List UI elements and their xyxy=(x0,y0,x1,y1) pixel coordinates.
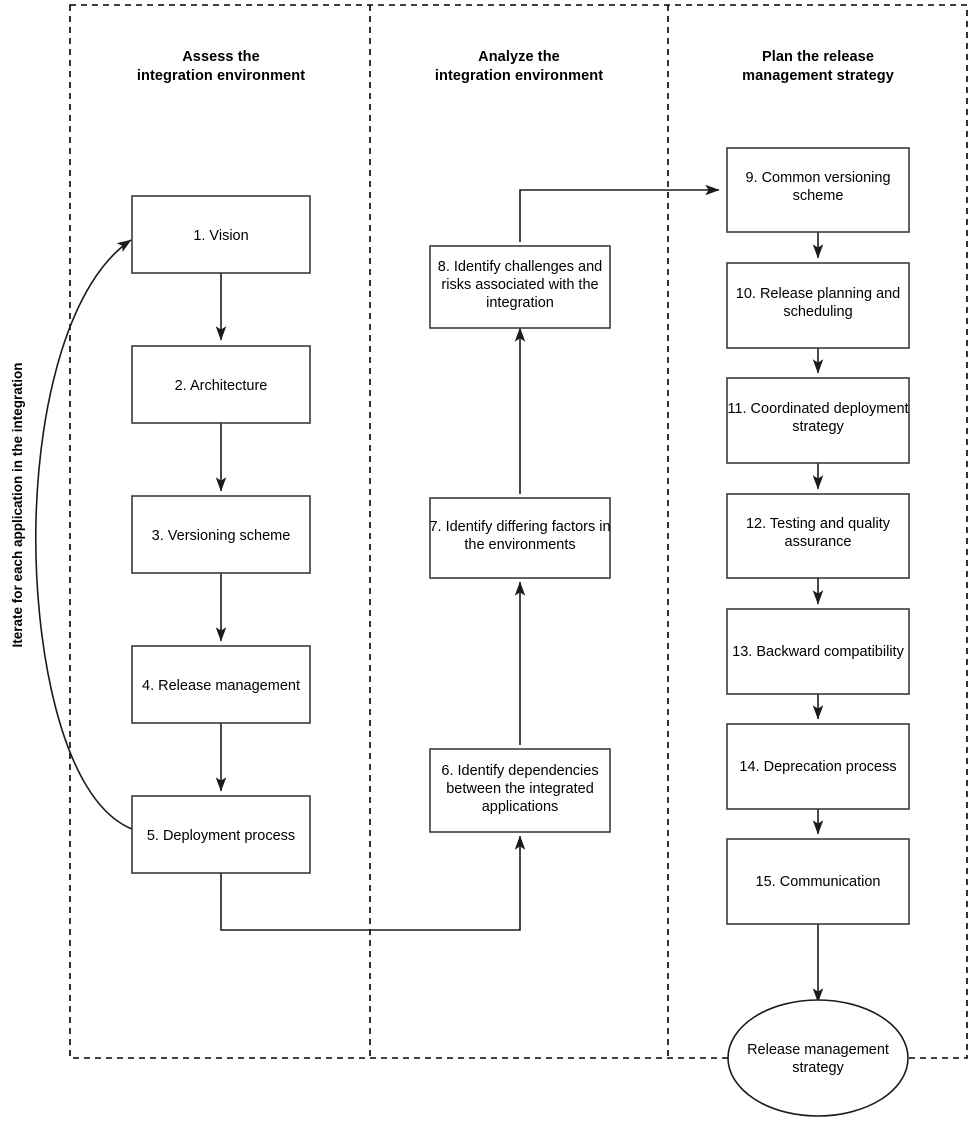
node-11-label-line1: 11. Coordinated deployment xyxy=(727,401,908,417)
node-14-deprecation-process[interactable]: 14. Deprecation process xyxy=(726,723,910,810)
lane-title-analyze: Analyze the integration environment xyxy=(435,49,603,84)
node-8-label-line1: 8. Identify challenges and xyxy=(438,259,602,275)
node-11-label-line2: strategy xyxy=(792,419,844,435)
node-4-label: 4. Release management xyxy=(142,678,300,694)
node-9-label-line2: scheme xyxy=(793,188,844,204)
lane-title-analyze-line1: Analyze the xyxy=(478,49,560,65)
node-3-versioning-scheme[interactable]: 3. Versioning scheme xyxy=(131,495,311,574)
edge-5-to-1-iterate xyxy=(34,239,133,830)
node-8-label-line3: integration xyxy=(486,295,554,311)
node-7-label-line1: 7. Identify differing factors in xyxy=(429,519,610,535)
iterate-side-label: Iterate for each application in the inte… xyxy=(10,362,25,647)
edge-8-to-9 xyxy=(519,184,720,242)
node-8-identify-challenges-risks[interactable]: 8. Identify challenges and risks associa… xyxy=(429,245,611,329)
node-6-identify-dependencies[interactable]: 6. Identify dependencies between the int… xyxy=(429,748,611,833)
node-13-label: 13. Backward compatibility xyxy=(732,644,904,660)
node-5-deployment-process[interactable]: 5. Deployment process xyxy=(131,795,311,874)
node-end-release-management-strategy[interactable]: Release management strategy xyxy=(727,999,909,1117)
node-14-label: 14. Deprecation process xyxy=(739,759,896,775)
node-12-label-line1: 12. Testing and quality xyxy=(746,516,891,532)
lane-title-assess-line1: Assess the xyxy=(182,49,260,65)
node-12-label-line2: assurance xyxy=(785,534,852,550)
lane-container xyxy=(69,4,968,1059)
node-15-communication[interactable]: 15. Communication xyxy=(726,838,910,925)
node-6-label-line2: between the integrated xyxy=(446,781,594,797)
node-11-coordinated-deployment-strategy[interactable]: 11. Coordinated deployment strategy xyxy=(726,377,910,464)
lane-title-assess-line2: integration environment xyxy=(137,68,305,84)
lane-title-plan-line2: management strategy xyxy=(742,68,894,84)
node-2-architecture[interactable]: 2. Architecture xyxy=(131,345,311,424)
node-9-label-line1: 9. Common versioning xyxy=(745,170,890,186)
node-5-label: 5. Deployment process xyxy=(147,828,295,844)
node-10-label-line1: 10. Release planning and xyxy=(736,286,900,302)
node-7-identify-differing-factors[interactable]: 7. Identify differing factors in the env… xyxy=(429,497,611,579)
lane-title-plan-line1: Plan the release xyxy=(762,49,874,65)
node-7-label-line2: the environments xyxy=(464,537,575,553)
node-3-label: 3. Versioning scheme xyxy=(152,528,291,544)
node-4-release-management[interactable]: 4. Release management xyxy=(131,645,311,724)
lane-title-plan: Plan the release management strategy xyxy=(742,49,894,84)
node-1-vision[interactable]: 1. Vision xyxy=(131,195,311,274)
node-13-backward-compatibility[interactable]: 13. Backward compatibility xyxy=(726,608,910,695)
node-12-testing-quality-assurance[interactable]: 12. Testing and quality assurance xyxy=(726,493,910,579)
edge-5-to-6 xyxy=(220,835,526,931)
node-15-label: 15. Communication xyxy=(756,874,881,890)
node-10-label-line2: scheduling xyxy=(783,304,852,320)
lane-title-assess: Assess the integration environment xyxy=(137,49,305,84)
node-6-label-line3: applications xyxy=(482,799,559,815)
lane-title-analyze-line2: integration environment xyxy=(435,68,603,84)
node-8-label-line2: risks associated with the xyxy=(441,277,598,293)
node-end-label-line1: Release management xyxy=(747,1042,889,1058)
node-2-label: 2. Architecture xyxy=(175,378,268,394)
node-6-label-line1: 6. Identify dependencies xyxy=(441,763,598,779)
node-10-release-planning-scheduling[interactable]: 10. Release planning and scheduling xyxy=(726,262,910,349)
node-end-label-line2: strategy xyxy=(792,1060,844,1076)
node-9-common-versioning-scheme[interactable]: 9. Common versioning scheme xyxy=(726,147,910,233)
node-1-label: 1. Vision xyxy=(193,228,248,244)
